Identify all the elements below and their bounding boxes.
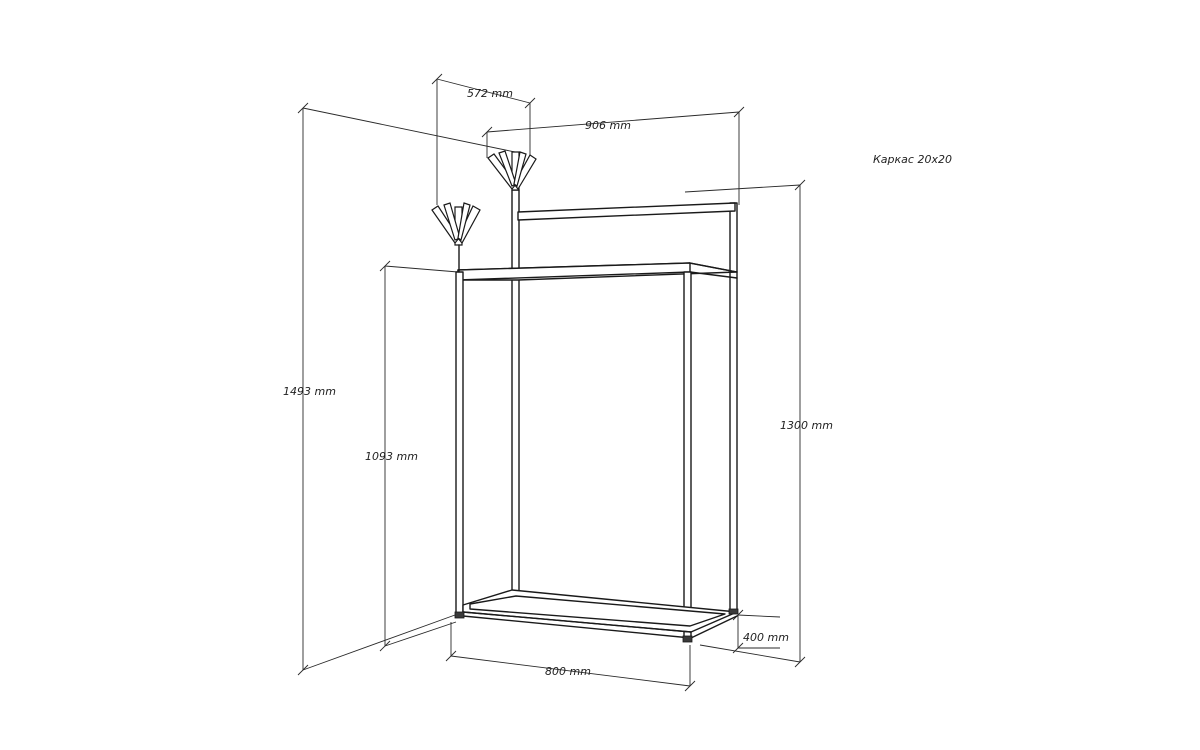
dimension-lines [297, 73, 806, 692]
hook-cluster-left [431, 202, 481, 273]
dim-label-906: 906 mm [585, 119, 631, 132]
rack-frame [454, 189, 739, 643]
dim-label-1493: 1493 mm [283, 385, 336, 398]
dim-label-800: 800 mm [545, 665, 591, 678]
frame-note: Каркас 20х20 [873, 153, 952, 166]
dim-label-572: 572 mm [467, 87, 513, 100]
dim-label-1300: 1300 mm [780, 419, 833, 432]
dim-label-400: 400 mm [743, 631, 789, 644]
hook-cluster-right [487, 150, 537, 191]
dim-label-1093: 1093 mm [365, 450, 418, 463]
